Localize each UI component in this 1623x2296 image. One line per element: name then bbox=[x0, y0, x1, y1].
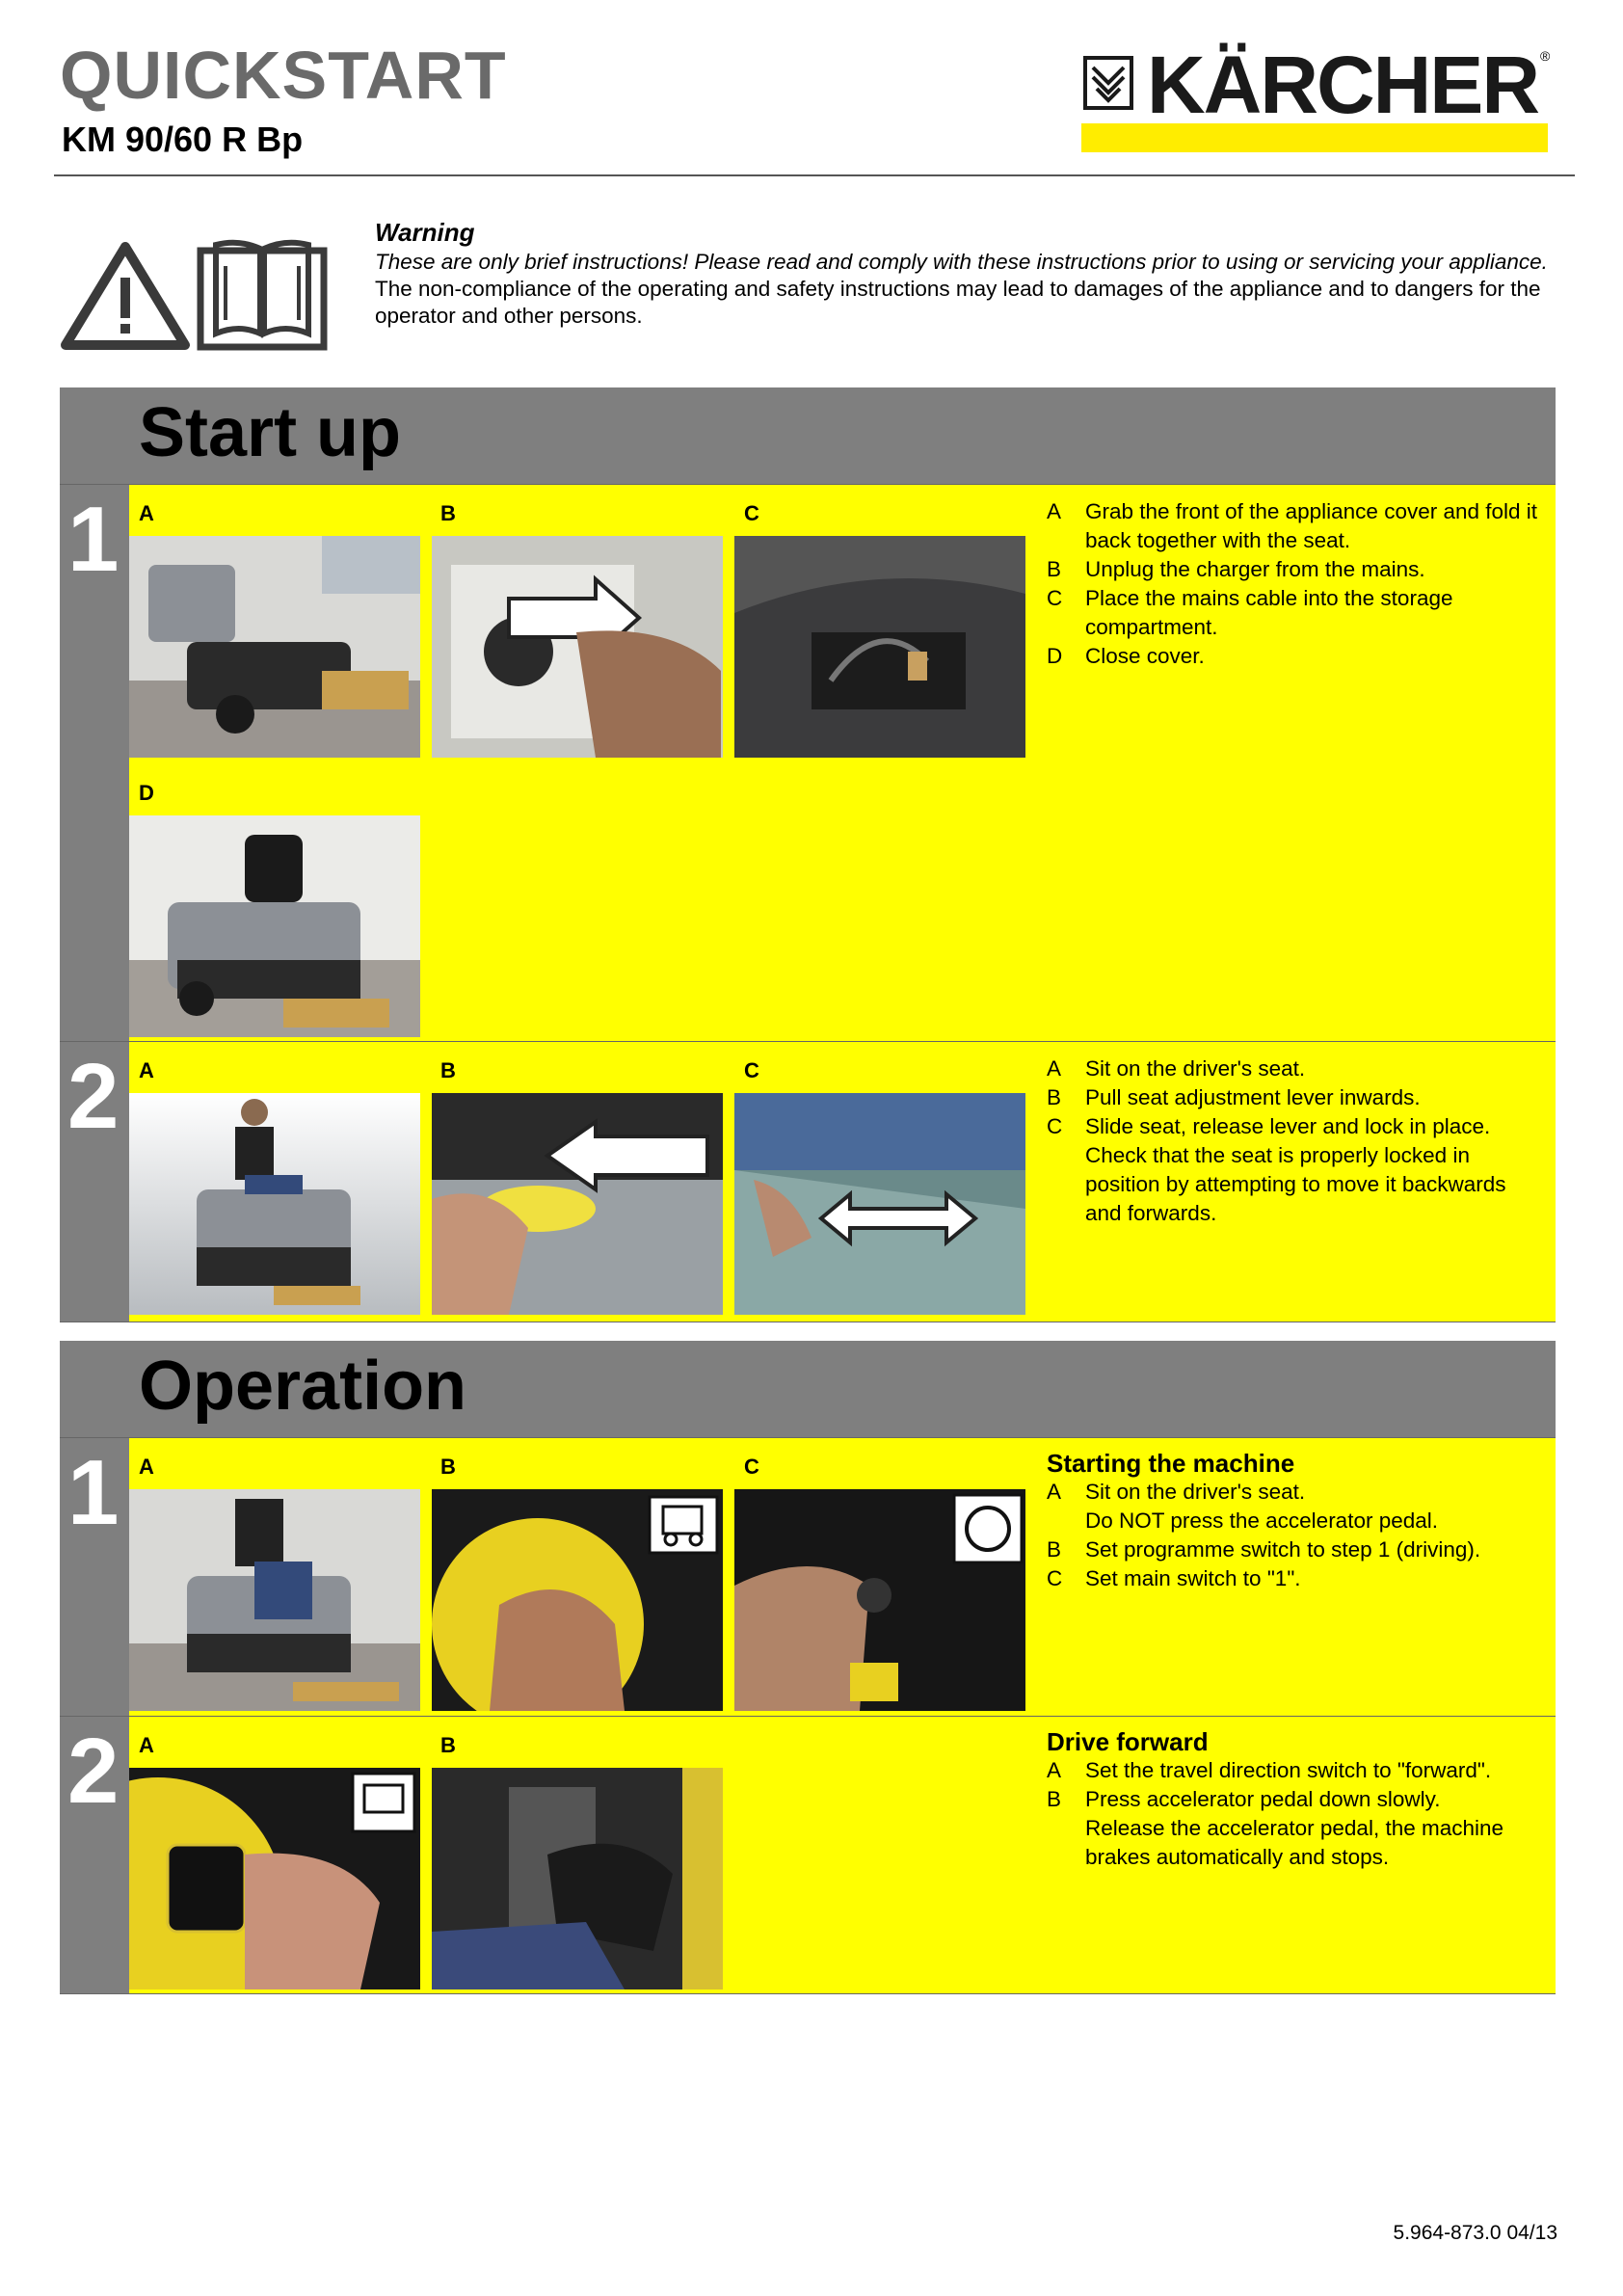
warning-body-text: The non-compliance of the operating and … bbox=[375, 277, 1541, 328]
registered-mark: ® bbox=[1540, 48, 1551, 64]
instruction-text: Grab the front of the appliance cover an… bbox=[1085, 499, 1538, 552]
photo-cover-closed bbox=[129, 815, 420, 1037]
photo-cover-open bbox=[129, 536, 420, 758]
photo-unplug-charger bbox=[432, 536, 723, 758]
photo-accelerator-pedal bbox=[432, 1768, 723, 1989]
step-number: 2 bbox=[67, 1045, 120, 1148]
photo-label-c: C bbox=[744, 501, 759, 525]
photo-main-switch bbox=[734, 1489, 1025, 1711]
instruction-heading: Drive forward bbox=[1047, 1727, 1209, 1756]
photo-label-d: D bbox=[139, 781, 154, 805]
brand-logo: KÄRCHER bbox=[1147, 40, 1540, 130]
section-header-startup: Start up bbox=[60, 387, 1556, 484]
photo-label-a: A bbox=[139, 501, 154, 525]
instruction-text: Press accelerator pedal down slowly. bbox=[1085, 1787, 1441, 1811]
instruction-text: Release the accelerator pedal, the machi… bbox=[1085, 1816, 1504, 1869]
photo-label-b: B bbox=[440, 1058, 456, 1082]
photo-label-c: C bbox=[744, 1058, 759, 1082]
photo-slide-seat bbox=[734, 1093, 1025, 1315]
instruction-text: Sit on the driver's seat. bbox=[1085, 1056, 1306, 1081]
photo-label-a: A bbox=[139, 1455, 154, 1479]
instruction-text: Unplug the charger from the mains. bbox=[1085, 557, 1425, 581]
section-title: Operation bbox=[139, 1348, 467, 1425]
instruction-text: Sit on the driver's seat. bbox=[1085, 1480, 1306, 1504]
photo-label-b: B bbox=[440, 501, 456, 525]
photo-label-a: A bbox=[139, 1733, 154, 1757]
header-divider bbox=[54, 174, 1575, 176]
model-name: KM 90/60 R Bp bbox=[62, 120, 304, 159]
section-title: Start up bbox=[139, 394, 402, 471]
warning-italic-text: These are only brief instructions! Pleas… bbox=[375, 250, 1548, 274]
warning-text: These are only brief instructions! Pleas… bbox=[375, 249, 1570, 330]
photo-storage-compartment bbox=[734, 536, 1025, 758]
step-number: 2 bbox=[67, 1720, 120, 1823]
step-number: 1 bbox=[67, 1441, 120, 1544]
photo-driver-seated bbox=[129, 1093, 420, 1315]
photo-label-b: B bbox=[440, 1455, 456, 1479]
instruction-text: Set programme switch to step 1 (driving)… bbox=[1085, 1537, 1481, 1562]
warning-title: Warning bbox=[375, 218, 475, 247]
document-number: 5.964-873.0 04/13 bbox=[1393, 2222, 1557, 2244]
instruction-text: Do NOT press the accelerator pedal. bbox=[1085, 1508, 1439, 1533]
page-title: QUICKSTART bbox=[60, 38, 507, 113]
photo-program-switch bbox=[432, 1489, 723, 1711]
photo-label-a: A bbox=[139, 1058, 154, 1082]
instruction-heading: Starting the machine bbox=[1047, 1449, 1295, 1478]
instruction-text: Set main switch to "1". bbox=[1085, 1566, 1301, 1590]
section-header-operation: Operation bbox=[60, 1341, 1556, 1437]
instruction-text: Slide seat, release lever and lock in pl… bbox=[1085, 1114, 1506, 1225]
instruction-text: Pull seat adjustment lever inwards. bbox=[1085, 1085, 1421, 1109]
brand-stripe bbox=[1081, 123, 1548, 152]
warning-triangle-icon bbox=[58, 239, 193, 358]
step-number: 1 bbox=[67, 488, 120, 591]
photo-seat-lever bbox=[432, 1093, 723, 1315]
photo-direction-switch bbox=[129, 1768, 420, 1989]
brand-chevron-icon bbox=[1083, 56, 1133, 110]
photo-label-c: C bbox=[744, 1455, 759, 1479]
instruction-text: Set the travel direction switch to "forw… bbox=[1085, 1758, 1492, 1782]
instruction-text: Place the mains cable into the storage c… bbox=[1085, 586, 1453, 639]
manual-book-icon bbox=[197, 237, 328, 356]
instruction-text: Close cover. bbox=[1085, 644, 1205, 668]
photo-label-b: B bbox=[440, 1733, 456, 1757]
photo-operator-seated bbox=[129, 1489, 420, 1711]
